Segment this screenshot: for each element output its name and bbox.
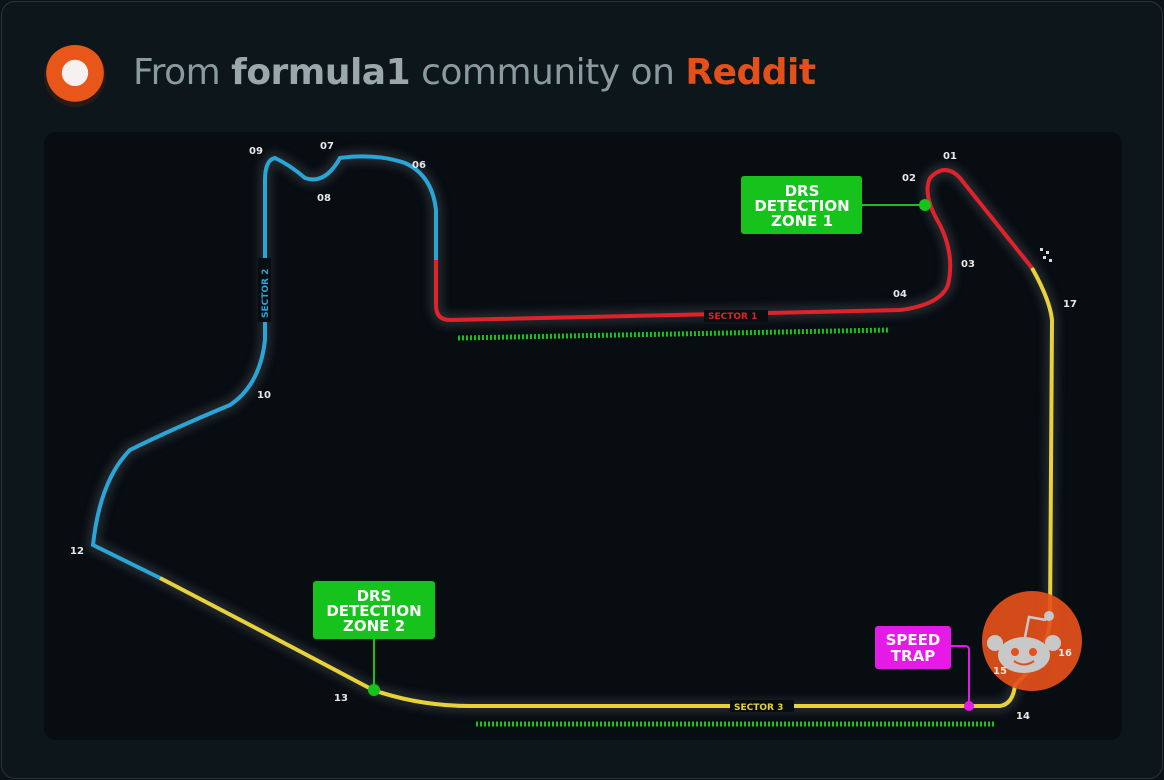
svg-text:TRAP: TRAP <box>891 647 935 665</box>
sector-3-track <box>159 267 1055 708</box>
corner-label: 14 <box>1016 711 1030 722</box>
sector-2-label: SECTOR 2 <box>261 269 271 318</box>
header-middle: community on <box>421 52 675 93</box>
corner-label: 10 <box>257 390 271 401</box>
corner-label: 15 <box>993 666 1007 677</box>
corner-label: 03 <box>961 259 975 270</box>
corner-label: 13 <box>334 693 348 704</box>
sector-3-label: SECTOR 3 <box>734 703 783 713</box>
reddit-logo-icon[interactable] <box>982 591 1082 691</box>
community-avatar[interactable] <box>44 45 106 107</box>
svg-text:ZONE 2: ZONE 2 <box>343 617 405 635</box>
svg-text:ZONE 1: ZONE 1 <box>771 212 833 230</box>
drs-detection-zone-2: DRS DETECTION ZONE 2 <box>313 581 435 696</box>
community-link[interactable]: formula1 <box>231 52 411 93</box>
corner-label: 08 <box>317 193 331 204</box>
corner-label: 16 <box>1058 648 1072 659</box>
svg-text:DETECTION: DETECTION <box>754 197 849 215</box>
corner-label: 09 <box>249 146 263 157</box>
drs-detection-zone-1: DRS DETECTION ZONE 1 <box>741 176 931 234</box>
speed-trap: SPEED TRAP <box>875 626 974 711</box>
corner-label: 01 <box>943 151 957 162</box>
corner-label: 07 <box>320 141 334 152</box>
svg-text:DETECTION: DETECTION <box>326 602 421 620</box>
embed-header: From formula1 community on Reddit <box>133 52 816 93</box>
finish-flag-icon <box>1040 248 1052 262</box>
svg-text:DRS: DRS <box>785 182 820 200</box>
sector-1-track <box>434 168 1034 323</box>
corner-label: 06 <box>412 160 426 171</box>
reddit-link[interactable]: Reddit <box>685 52 816 93</box>
svg-text:SPEED: SPEED <box>886 631 941 649</box>
corner-label: 17 <box>1063 299 1077 310</box>
corner-label: 12 <box>70 546 84 557</box>
sector-2-track <box>90 154 438 580</box>
drs-zone-1-bar <box>457 327 891 341</box>
header-prefix: From <box>133 52 221 93</box>
sector-1-label: SECTOR 1 <box>708 312 757 322</box>
corner-label: 02 <box>902 173 916 184</box>
corner-label: 04 <box>893 289 907 300</box>
svg-text:DRS: DRS <box>357 587 392 605</box>
